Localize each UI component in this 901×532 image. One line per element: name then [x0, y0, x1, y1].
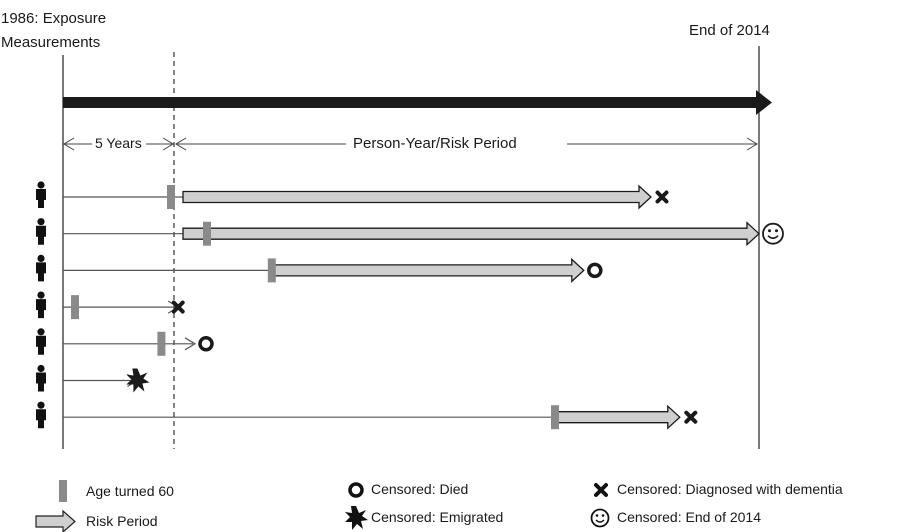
age60-marker-3 [267, 258, 276, 283]
legend-emigrated-label: Censored: Emigrated [371, 509, 504, 525]
legend-age60-label: Age turned 60 [86, 483, 174, 499]
person-icon-4 [36, 291, 46, 319]
person-icon-1 [36, 181, 46, 208]
risk-period-arrow-2 [182, 221, 760, 247]
legend-died-icon [348, 482, 364, 498]
legend-age60-marker [59, 480, 67, 502]
person-icon-3 [36, 254, 46, 282]
risk-period-arrow-3 [271, 257, 585, 283]
age60-marker-5 [157, 331, 166, 356]
outcome-end2014-icon-2 [762, 222, 784, 245]
main-timeline-bar [63, 97, 758, 108]
person-icon-2 [36, 218, 46, 245]
outcome-emigrated-icon-6 [126, 368, 150, 393]
person-year-label: Person-Year/Risk Period [353, 135, 517, 152]
age60-marker-7 [551, 405, 559, 430]
age60-marker-1 [167, 185, 175, 209]
outcome-died-icon-5 [198, 336, 214, 352]
age60-marker-4 [71, 295, 79, 320]
legend-end2014-icon [590, 508, 610, 528]
start-label-line1: 1986: Exposure [1, 10, 107, 27]
outcome-dementia-icon-1 [655, 190, 669, 204]
outcome-dementia-icon-7 [684, 410, 698, 424]
start-label-line2: Measurements [1, 34, 101, 51]
end-2014-label: End of 2014 [689, 22, 770, 39]
risk-period-arrow-7 [554, 404, 681, 430]
five-years-left-arrowhead [63, 137, 75, 151]
person-icon-7 [36, 401, 46, 429]
subject-arrowhead-5 [184, 337, 197, 351]
outcome-dementia-icon-4 [171, 300, 185, 314]
five-years-label: 5 Years [95, 135, 142, 151]
legend-dementia-icon [594, 483, 608, 497]
legend-risk-period-label: Risk Period [86, 513, 158, 529]
outcome-died-icon-3 [587, 262, 603, 279]
main-timeline-arrowhead [756, 90, 772, 115]
five-years-right-arrowhead [162, 137, 174, 151]
legend-end2014-label: Censored: End of 2014 [617, 509, 761, 525]
subjects-layer [36, 181, 784, 430]
person-year-right-arrowhead [746, 137, 758, 151]
legend-died-label: Censored: Died [371, 481, 469, 497]
person-year-left-arrowhead [175, 137, 187, 151]
legend-dementia-label: Censored: Diagnosed with dementia [617, 481, 843, 497]
person-icon-5 [36, 328, 46, 355]
legend-emigrated-icon [345, 506, 368, 530]
risk-period-arrow-1 [182, 184, 652, 210]
legend-risk-period-arrow [35, 509, 76, 532]
age60-marker-2 [203, 221, 211, 246]
person-icon-6 [36, 364, 46, 392]
